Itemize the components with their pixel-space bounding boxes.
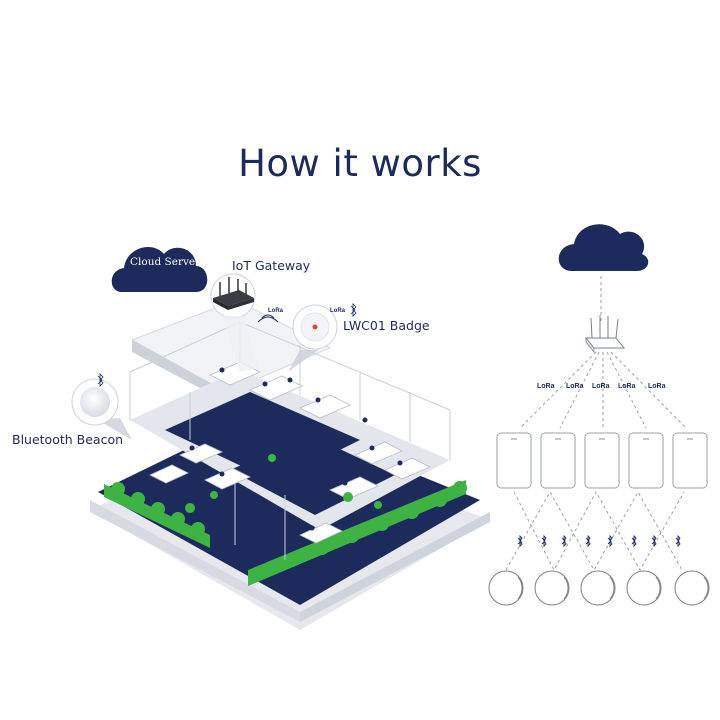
office-floor-plan (90, 299, 490, 630)
floor-slab-edge (90, 500, 300, 622)
hedge-right (248, 480, 467, 586)
iot-gateway-label: IoT Gateway (232, 258, 311, 273)
beacon-5 (674, 570, 710, 606)
upper-floor (130, 299, 332, 393)
bluetooth-icon (350, 303, 357, 317)
bluetooth-icons (517, 534, 681, 548)
cloud-icon (558, 224, 649, 271)
lwc01-badge-label: LWC01 Badge (343, 318, 430, 333)
bluetooth-links (505, 490, 685, 572)
badge-5 (672, 432, 708, 489)
badge-icon (288, 304, 338, 372)
badge-2 (540, 432, 576, 489)
beacons (488, 570, 710, 606)
bluetooth-icon-beacon (97, 373, 104, 387)
beacon-1 (488, 570, 524, 606)
badge-3 (584, 432, 620, 489)
lora-mark-1: LoRa (537, 383, 555, 390)
badge-slots (511, 438, 693, 440)
badges (496, 432, 708, 489)
lora-links (519, 351, 687, 429)
topology-diagram: LoRa LoRa LoRa LoRa LoRa (488, 224, 710, 606)
beacon-3 (580, 570, 616, 606)
cloud-server-icon (111, 246, 208, 292)
wifi-signal-icon (257, 314, 279, 323)
plants (185, 454, 382, 513)
badge-1 (496, 432, 532, 489)
lora-mark-2: LoRa (566, 383, 584, 390)
cloud-server-label: Cloud Server (130, 256, 201, 268)
beacon-2 (534, 570, 570, 606)
hedge-left (104, 482, 210, 548)
bluetooth-beacon-label: Bluetooth Beacon (12, 432, 124, 447)
people (189, 367, 403, 531)
lora-marks: LoRa LoRa LoRa LoRa LoRa (537, 383, 666, 390)
lora-mark-3: LoRa (592, 383, 610, 390)
floor-slab-edge-right (300, 512, 490, 622)
badge-4 (628, 432, 664, 489)
beacon-4 (626, 570, 662, 606)
gateway-icon-topology (584, 315, 626, 354)
page-title: How it works (238, 142, 482, 185)
lora-mark-5: LoRa (648, 383, 666, 390)
upper-floor-side (132, 340, 226, 402)
lora-mark-gateway: LoRa (268, 308, 284, 314)
beacon-icon (71, 378, 132, 440)
gateway-icon (210, 273, 258, 372)
lora-mark-4: LoRa (618, 383, 636, 390)
lora-mark-badge: LoRa (330, 308, 346, 314)
